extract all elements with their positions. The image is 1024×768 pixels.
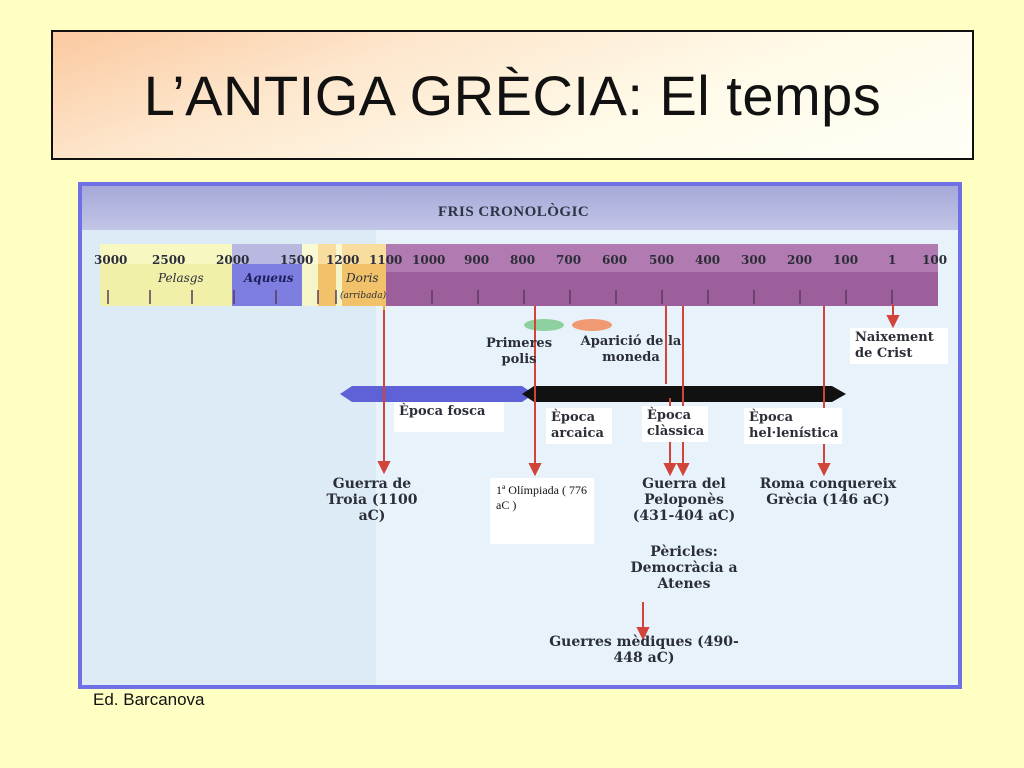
frieze-heading: FRIS CRONOLÒGIC	[438, 204, 590, 220]
band-orange2	[342, 244, 382, 306]
period-fosca: Època fosca	[394, 402, 504, 432]
year-label: 100	[922, 253, 948, 267]
period-hellenistica: Època hel·lenística	[744, 408, 842, 444]
band-orange1	[318, 244, 336, 306]
year-label: 100	[833, 253, 859, 267]
year-label: 700	[556, 253, 582, 267]
year-label: 400	[695, 253, 721, 267]
year-label: 1200	[326, 253, 360, 267]
period-arrow-blue	[340, 386, 534, 402]
title-box: L’ANTIGA GRÈCIA: El temps	[51, 30, 974, 160]
year-label: 1	[888, 253, 897, 267]
timeline-panel: FRIS CRONOLÒGIC	[78, 182, 962, 689]
band-light-top	[100, 244, 386, 264]
band-purple-top	[386, 244, 938, 272]
event-primeres-polis: Primeres polis	[485, 336, 553, 367]
year-label: 600	[602, 253, 628, 267]
people-doris-note: (arribada)	[340, 291, 387, 301]
page-title: L’ANTIGA GRÈCIA: El temps	[143, 63, 882, 127]
band-pelasgs	[100, 244, 232, 306]
people-aqueus: Aqueus	[244, 271, 294, 285]
event-guerra-peloponnes: Guerra del Peloponès (431-404 aC)	[632, 476, 736, 524]
footer-credit: Ed. Barcanova	[93, 690, 205, 709]
band-gap2	[336, 244, 342, 306]
band-doris	[382, 244, 386, 306]
year-label: 1000	[412, 253, 446, 267]
timeline-graphic	[100, 244, 938, 641]
event-pericles: Pèricles: Democràcia a Atenes	[630, 544, 738, 592]
event-guerra-troia: Guerra de Troia (1100 aC)	[326, 476, 418, 524]
event-lines	[377, 304, 900, 641]
event-aparicio-moneda: Aparició de la moneda	[580, 334, 682, 365]
tick-marks	[107, 290, 893, 304]
year-label: 3000	[94, 253, 128, 267]
event-naixement-crist: Naixement de Crist	[850, 328, 948, 364]
event-guerres-mediques: Guerres mèdiques (490-448 aC)	[549, 634, 739, 666]
panel-header: FRIS CRONOLÒGIC	[82, 186, 958, 230]
year-label: 900	[464, 253, 490, 267]
year-label: 800	[510, 253, 536, 267]
event-olimpiada: 1ª Olímpiada ( 776 aC )	[490, 478, 594, 544]
band-gap1	[302, 244, 318, 306]
period-arcaica: Època arcaica	[546, 408, 612, 444]
band-aqueus	[232, 244, 302, 306]
year-label: 1500	[280, 253, 314, 267]
year-label: 2000	[216, 253, 250, 267]
event-roma: Roma conquereix Grècia (146 aC)	[759, 476, 897, 508]
leaf-green	[524, 319, 564, 331]
people-pelasgs: Pelasgs	[158, 271, 204, 285]
year-label: 300	[741, 253, 767, 267]
year-label: 2500	[152, 253, 186, 267]
leaf-orange	[572, 319, 612, 331]
people-doris: Doris	[346, 271, 379, 285]
year-label: 200	[787, 253, 813, 267]
year-label: 500	[649, 253, 675, 267]
year-label: 1100	[369, 253, 403, 267]
period-classica: Època clàssica	[642, 406, 708, 442]
